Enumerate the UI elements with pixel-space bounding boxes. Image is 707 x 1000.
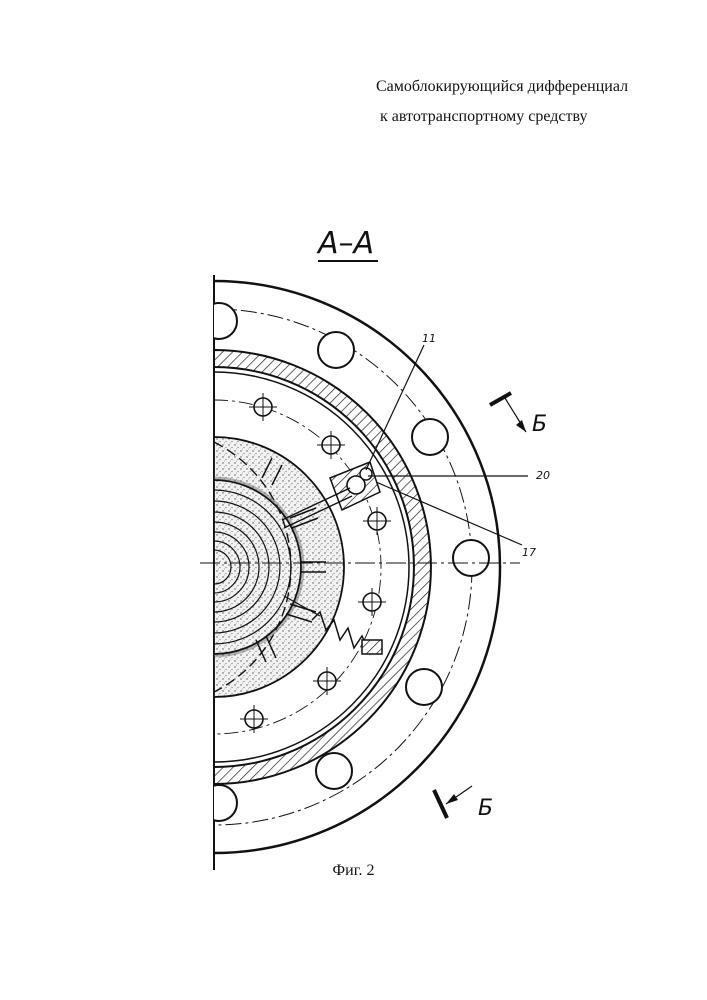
section-mark-bottom-label: Б [478, 796, 493, 821]
callout-11: 11 [422, 332, 436, 345]
flange-assembly [201, 281, 500, 853]
section-mark-top-label: Б [532, 412, 547, 437]
callout-17: 17 [522, 546, 536, 559]
section-mark-bottom: Б [434, 786, 493, 821]
section-label-text: А–А [316, 226, 374, 261]
callout-20: 20 [536, 469, 550, 482]
section-mark-top: Б [490, 393, 547, 437]
section-label: А–А [316, 226, 378, 261]
figure-caption: Фиг. 2 [0, 862, 707, 880]
pump-body [214, 437, 344, 697]
